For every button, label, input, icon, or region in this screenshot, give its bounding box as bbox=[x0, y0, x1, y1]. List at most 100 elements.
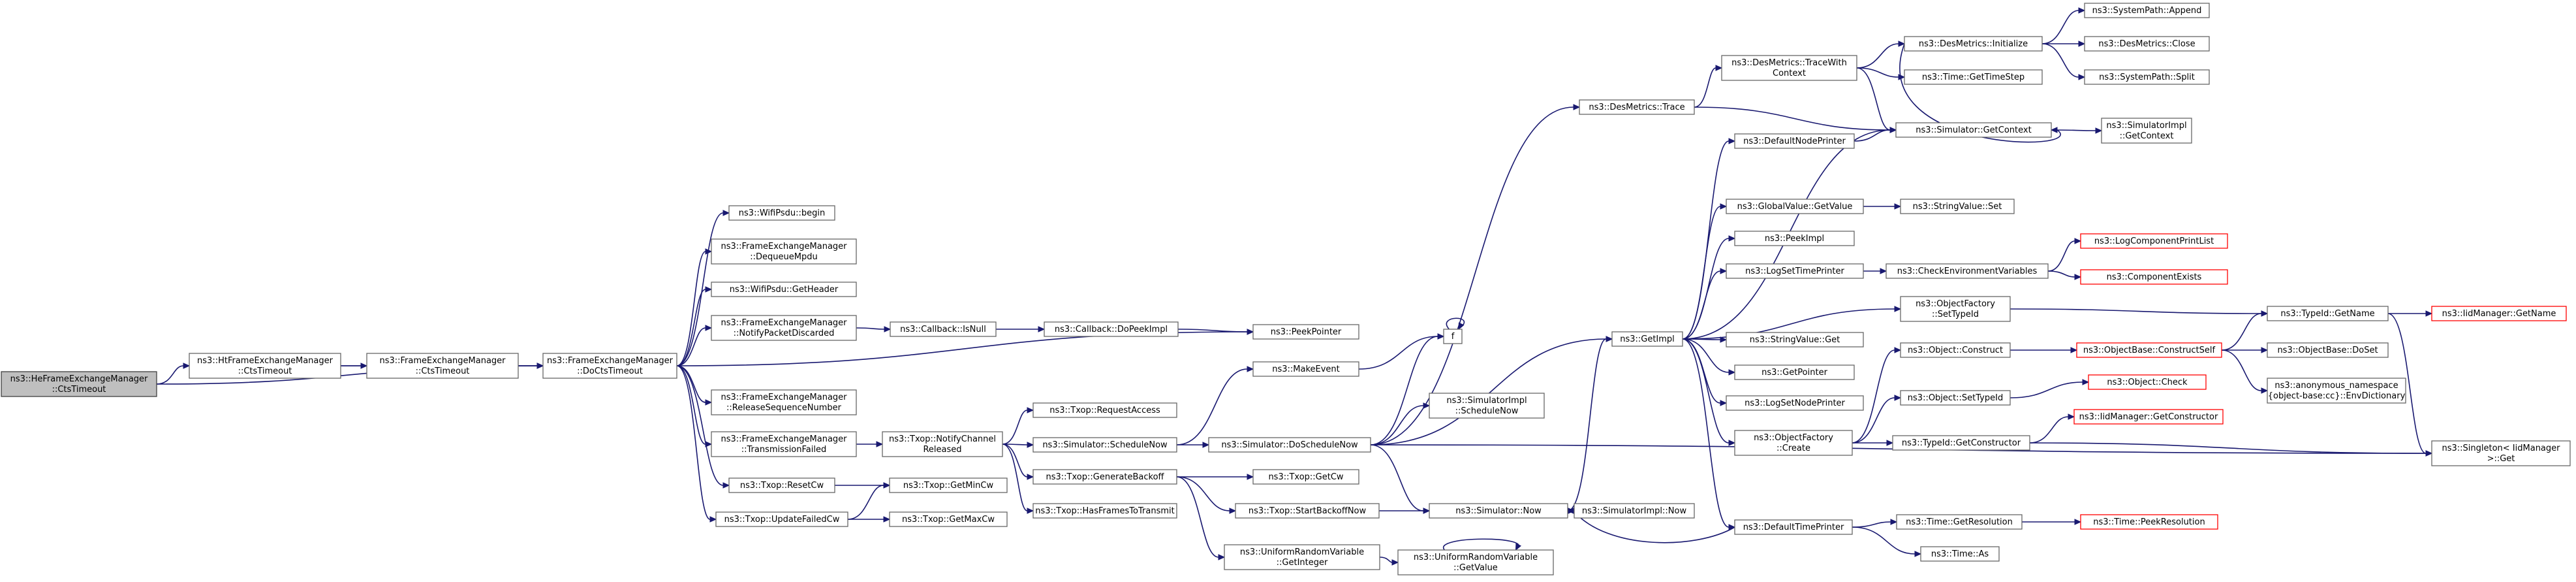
node-peekptr[interactable]: ns3::PeekPointer bbox=[1252, 324, 1359, 340]
node-fem[interactable]: ns3::FrameExchangeManager::CtsTimeout bbox=[366, 353, 519, 379]
node-deq[interactable]: ns3::FrameExchangeManager::DequeueMpdu bbox=[711, 238, 857, 265]
node-desinit[interactable]: ns3::DesMetrics::Initialize bbox=[1904, 36, 2043, 52]
node-label: ns3::SimulatorImpl bbox=[1446, 396, 1527, 406]
node-box bbox=[728, 477, 835, 493]
node-urvint[interactable]: ns3::UniformRandomVariable::GetInteger bbox=[1224, 544, 1380, 570]
node-label: ns3::Simulator::GetContext bbox=[1916, 125, 2031, 135]
node-root[interactable]: ns3::HeFrameExchangeManager::CtsTimeout bbox=[1, 371, 157, 397]
node-logcomplist[interactable]: ns3::LogComponentPrintList bbox=[2080, 233, 2228, 249]
node-getcontext[interactable]: ns3::Simulator::GetContext bbox=[1895, 122, 2052, 138]
node-label: ns3::LogComponentPrintList bbox=[2094, 236, 2214, 246]
node-label: ns3::LogSetNodePrinter bbox=[1745, 398, 1845, 408]
node-schednow[interactable]: ns3::Simulator::ScheduleNow bbox=[1032, 437, 1177, 453]
node-box bbox=[2084, 69, 2210, 85]
node-timepeekres[interactable]: ns3::Time::PeekResolution bbox=[2080, 514, 2218, 530]
node-simnow[interactable]: ns3::Simulator::Now bbox=[1429, 503, 1568, 519]
node-isnull[interactable]: ns3::Callback::IsNull bbox=[890, 321, 997, 337]
node-label: ns3::StringValue::Get bbox=[1750, 335, 1840, 345]
node-logsetnode[interactable]: ns3::LogSetNodePrinter bbox=[1726, 395, 1864, 411]
node-timegetres[interactable]: ns3::Time::GetResolution bbox=[1896, 514, 2023, 530]
node-ht[interactable]: ns3::HtFrameExchangeManager::CtsTimeout bbox=[189, 353, 341, 379]
node-notify[interactable]: ns3::FrameExchangeManager::NotifyPacketD… bbox=[711, 315, 857, 341]
node-makeevent[interactable]: ns3::MakeEvent bbox=[1252, 361, 1359, 377]
node-box bbox=[2101, 118, 2192, 144]
node-startback[interactable]: ns3::Txop::StartBackoffNow bbox=[1235, 503, 1380, 519]
node-dopeek[interactable]: ns3::Callback::DoPeekImpl bbox=[1044, 321, 1179, 337]
node-label: ns3::Txop::StartBackoffNow bbox=[1249, 506, 1367, 516]
node-begin[interactable]: ns3::WifiPsdu::begin bbox=[728, 205, 835, 221]
node-logsettime[interactable]: ns3::LogSetTimePrinter bbox=[1726, 263, 1864, 279]
node-defnodeprinter[interactable]: ns3::DefaultNodePrinter bbox=[1734, 133, 1855, 149]
node-syssplit[interactable]: ns3::SystemPath::Split bbox=[2084, 69, 2210, 85]
node-box bbox=[1397, 549, 1554, 575]
node-box bbox=[1900, 199, 2015, 214]
node-label: Released bbox=[923, 445, 961, 455]
node-compexists[interactable]: ns3::ComponentExists bbox=[2080, 269, 2228, 285]
node-simimplnow[interactable]: ns3::SimulatorImpl::Now bbox=[1574, 503, 1695, 519]
node-box bbox=[1252, 361, 1359, 377]
node-getmincw[interactable]: ns3::Txop::GetMinCw bbox=[889, 477, 1008, 493]
node-peekimpl[interactable]: ns3::PeekImpl bbox=[1734, 231, 1855, 246]
node-gethdr[interactable]: ns3::WifiPsdu::GetHeader bbox=[711, 282, 857, 297]
node-getmaxcw[interactable]: ns3::Txop::GetMaxCw bbox=[889, 511, 1008, 527]
node-txfail[interactable]: ns3::FrameExchangeManager::TransmissionF… bbox=[711, 431, 857, 457]
node-objcheck[interactable]: ns3::Object::Check bbox=[2088, 374, 2207, 390]
node-urvval[interactable]: ns3::UniformRandomVariable::GetValue bbox=[1397, 549, 1554, 575]
node-f[interactable]: f bbox=[1443, 329, 1463, 344]
node-objbaseconstructself[interactable]: ns3::ObjectBase::ConstructSelf bbox=[2076, 342, 2222, 358]
node-getcw[interactable]: ns3::Txop::GetCw bbox=[1252, 469, 1359, 485]
node-anonenv[interactable]: ns3::anonymous_namespace{object-base:cc}… bbox=[2267, 378, 2406, 404]
node-updfail[interactable]: ns3::Txop::UpdateFailedCw bbox=[715, 511, 848, 527]
edge-getimpl-to-logsetnode bbox=[1682, 338, 1728, 406]
node-simimplsched[interactable]: ns3::SimulatorImpl::ScheduleNow bbox=[1429, 393, 1545, 419]
node-resetcw[interactable]: ns3::Txop::ResetCw bbox=[728, 477, 835, 493]
node-iidgetname[interactable]: ns3::IidManager::GetName bbox=[2431, 306, 2567, 321]
node-deftimeprinter[interactable]: ns3::DefaultTimePrinter bbox=[1734, 519, 1853, 535]
node-simimplctx[interactable]: ns3::SimulatorImpl::GetContext bbox=[2101, 118, 2192, 144]
edge-notify-to-isnull bbox=[856, 326, 892, 332]
node-gvgetvalue[interactable]: ns3::GlobalValue::GetValue bbox=[1726, 199, 1864, 214]
edge-objfactcreate-to-typeidgetctor bbox=[1852, 440, 1894, 446]
node-box bbox=[1208, 437, 1371, 453]
node-timeas[interactable]: ns3::Time::As bbox=[1920, 546, 2000, 562]
node-typeidgetctor[interactable]: ns3::TypeId::GetConstructor bbox=[1892, 435, 2030, 451]
node-label: ns3::GlobalValue::GetValue bbox=[1737, 202, 1853, 212]
node-label: ns3::Object::Check bbox=[2107, 378, 2188, 387]
node-box bbox=[2080, 514, 2218, 530]
node-sysappend[interactable]: ns3::SystemPath::Append bbox=[2084, 3, 2210, 18]
node-label: ns3::Txop::GetCw bbox=[1268, 472, 1343, 482]
edge-gvgetvalue-to-strvalset bbox=[1863, 203, 1902, 210]
node-strvalget[interactable]: ns3::StringValue::Get bbox=[1726, 332, 1864, 348]
node-singleton[interactable]: ns3::Singleton< IidManager>::Get bbox=[2431, 440, 2571, 466]
node-iidgetctor[interactable]: ns3::IidManager::GetConstructor bbox=[2073, 409, 2224, 425]
node-objconstruct[interactable]: ns3::Object::Construct bbox=[1900, 342, 2011, 358]
node-getimpl[interactable]: ns3::GetImpl bbox=[1611, 331, 1683, 347]
node-label: ::DoCtsTimeout bbox=[577, 366, 643, 376]
node-box bbox=[2431, 306, 2567, 321]
node-objfactset[interactable]: ns3::ObjectFactory::SetTypeId bbox=[1900, 296, 2011, 322]
node-genback[interactable]: ns3::Txop::GenerateBackoff bbox=[1032, 469, 1177, 485]
node-doschednow[interactable]: ns3::Simulator::DoScheduleNow bbox=[1208, 437, 1371, 453]
node-box bbox=[2080, 269, 2228, 285]
node-box bbox=[1574, 503, 1695, 519]
node-hasframes[interactable]: ns3::Txop::HasFramesToTransmit bbox=[1032, 503, 1177, 519]
node-typeidgetname[interactable]: ns3::TypeId::GetName bbox=[2267, 306, 2389, 321]
node-label: ns3::SimulatorImpl::Now bbox=[1582, 506, 1687, 516]
node-objfactcreate[interactable]: ns3::ObjectFactory::Create bbox=[1734, 430, 1853, 456]
node-label: ns3::Simulator::ScheduleNow bbox=[1042, 440, 1168, 450]
node-checkenv[interactable]: ns3::CheckEnvironmentVariables bbox=[1885, 263, 2049, 279]
node-release[interactable]: ns3::FrameExchangeManager::ReleaseSequen… bbox=[711, 389, 857, 415]
node-reqacc[interactable]: ns3::Txop::RequestAccess bbox=[1032, 402, 1177, 418]
node-desclose[interactable]: ns3::DesMetrics::Close bbox=[2084, 36, 2210, 52]
edge-getimpl-to-getpointer bbox=[1682, 338, 1736, 376]
node-getpointer[interactable]: ns3::GetPointer bbox=[1734, 364, 1855, 380]
node-strvalset[interactable]: ns3::StringValue::Set bbox=[1900, 199, 2015, 214]
node-gettimestep[interactable]: ns3::Time::GetTimeStep bbox=[1904, 69, 2043, 85]
node-docts[interactable]: ns3::FrameExchangeManager::DoCtsTimeout bbox=[542, 353, 677, 379]
node-destrace[interactable]: ns3::DesMetrics::Trace bbox=[1579, 99, 1695, 115]
node-objbasedoset[interactable]: ns3::ObjectBase::DoSet bbox=[2267, 342, 2389, 358]
node-objsettypeid[interactable]: ns3::Object::SetTypeId bbox=[1900, 390, 2011, 406]
edge-docts-to-release bbox=[676, 365, 713, 406]
